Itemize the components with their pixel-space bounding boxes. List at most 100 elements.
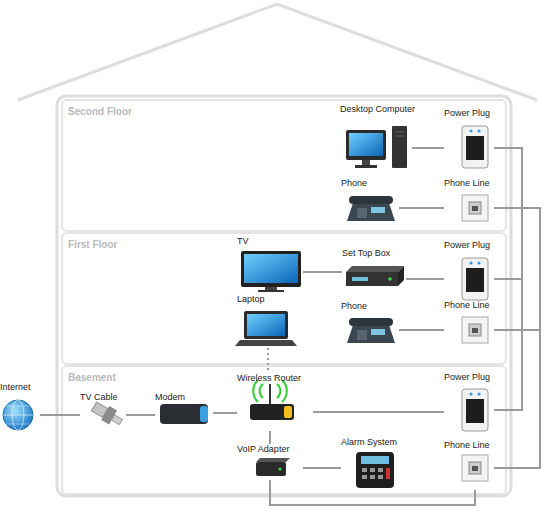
device-label: Power Plug — [444, 108, 494, 119]
cable-line — [213, 412, 237, 414]
device-label: Alarm System — [341, 437, 403, 448]
alarm-key — [370, 468, 375, 472]
power-plug-icon — [462, 258, 488, 300]
cable-connector-icon — [90, 400, 125, 429]
alarm-key — [362, 475, 367, 479]
plug-body — [462, 126, 488, 168]
device-box: Phone — [341, 178, 399, 224]
phone-keypad — [357, 208, 367, 218]
phone-icon — [347, 196, 395, 221]
router-icon — [250, 380, 294, 420]
device-label: Set Top Box — [342, 248, 406, 259]
adapter-led — [278, 467, 281, 470]
alarm-key — [378, 475, 383, 479]
desktop-icon — [346, 126, 407, 168]
phone-icon — [347, 318, 395, 343]
jack-plate — [462, 317, 488, 343]
jack-port — [469, 324, 481, 336]
device-box: TV Cable — [80, 392, 126, 428]
floor-label: Basement — [68, 372, 116, 383]
plug-body — [462, 389, 488, 431]
plug-led — [469, 392, 472, 395]
phone-jack-icon — [462, 317, 488, 343]
phone-handset — [349, 318, 393, 326]
router-body — [250, 404, 294, 420]
wifi-wave — [282, 380, 287, 402]
device-label: TV Cable — [80, 392, 126, 403]
cable-line — [412, 147, 444, 149]
device-label: Power Plug — [444, 240, 494, 251]
computer-tower — [392, 126, 407, 168]
phone-jack-icon — [462, 455, 488, 481]
cable-line — [40, 414, 80, 416]
box-led — [388, 277, 392, 281]
device-label: Modem — [155, 392, 213, 403]
laptop-lid — [244, 311, 288, 339]
set-top-box-icon — [346, 266, 404, 286]
jack-plate — [462, 455, 488, 481]
plug-led — [469, 129, 472, 132]
tower-drive — [395, 136, 404, 137]
device-label: VoIP Adapter — [237, 444, 303, 455]
floor-label: First Floor — [68, 239, 117, 250]
floor-band: Second FloorDesktop ComputerPower PlugPh… — [61, 99, 507, 232]
wifi-wave — [253, 380, 258, 402]
device-box: Phone Line — [444, 178, 494, 224]
plug-led — [477, 261, 480, 264]
device-label: Wireless Router — [237, 373, 313, 384]
cable-line — [269, 431, 271, 444]
device-label: Phone — [341, 301, 399, 312]
cable-line — [303, 271, 342, 273]
modem-body — [160, 404, 208, 424]
device-label: Phone Line — [444, 440, 494, 451]
cable-line — [270, 480, 475, 505]
floor-band: Basement TV Cable Modem Wireless Router Powe… — [61, 365, 507, 495]
plug-face — [466, 399, 484, 423]
router-light — [284, 406, 292, 418]
house-wall — [57, 96, 511, 496]
globe-latitude — [6, 424, 30, 425]
device-box: TV — [237, 236, 303, 292]
monitor-base — [355, 165, 377, 168]
jack-hole — [472, 328, 478, 333]
floor-band: First Floor TV Set Top Box Power PlugLaptop… — [61, 232, 507, 365]
tv-frame — [241, 251, 301, 287]
device-label: Internet — [0, 382, 40, 393]
plug-face — [466, 268, 484, 292]
wifi-wave — [277, 384, 280, 398]
device-box: Modem — [155, 392, 213, 426]
device-label: Power Plug — [444, 372, 494, 383]
device-box: VoIP Adapter — [237, 444, 303, 480]
cable-line — [313, 411, 444, 413]
device-box: Phone Line — [444, 300, 494, 346]
laptop-icon — [235, 311, 297, 346]
device-label: Phone Line — [444, 178, 494, 189]
phone-jack-icon — [462, 195, 488, 221]
phone-screen — [371, 207, 385, 213]
phone-keypad — [357, 330, 367, 340]
voip-adapter-icon — [256, 458, 290, 476]
plug-face — [466, 136, 484, 160]
jack-hole — [472, 466, 478, 471]
alarm-key — [370, 475, 375, 479]
jack-hole — [472, 206, 478, 211]
power-plug-icon — [462, 389, 488, 431]
alarm-keypad-icon — [356, 452, 394, 488]
plug-led — [469, 261, 472, 264]
monitor-stand — [362, 160, 370, 165]
tower-drive — [395, 132, 404, 133]
globe-icon — [3, 400, 33, 430]
phone-screen — [371, 329, 385, 335]
adapter-body — [256, 462, 286, 476]
alarm-key — [386, 468, 390, 479]
tv-base — [258, 290, 284, 292]
box-front — [346, 272, 398, 286]
cable-line — [494, 279, 522, 410]
device-label: Phone Line — [444, 300, 494, 311]
cable-line — [494, 330, 540, 468]
phone-handset — [349, 196, 393, 204]
box-side — [398, 266, 404, 286]
device-box: Laptop — [237, 294, 297, 348]
tv-screen — [244, 254, 298, 283]
